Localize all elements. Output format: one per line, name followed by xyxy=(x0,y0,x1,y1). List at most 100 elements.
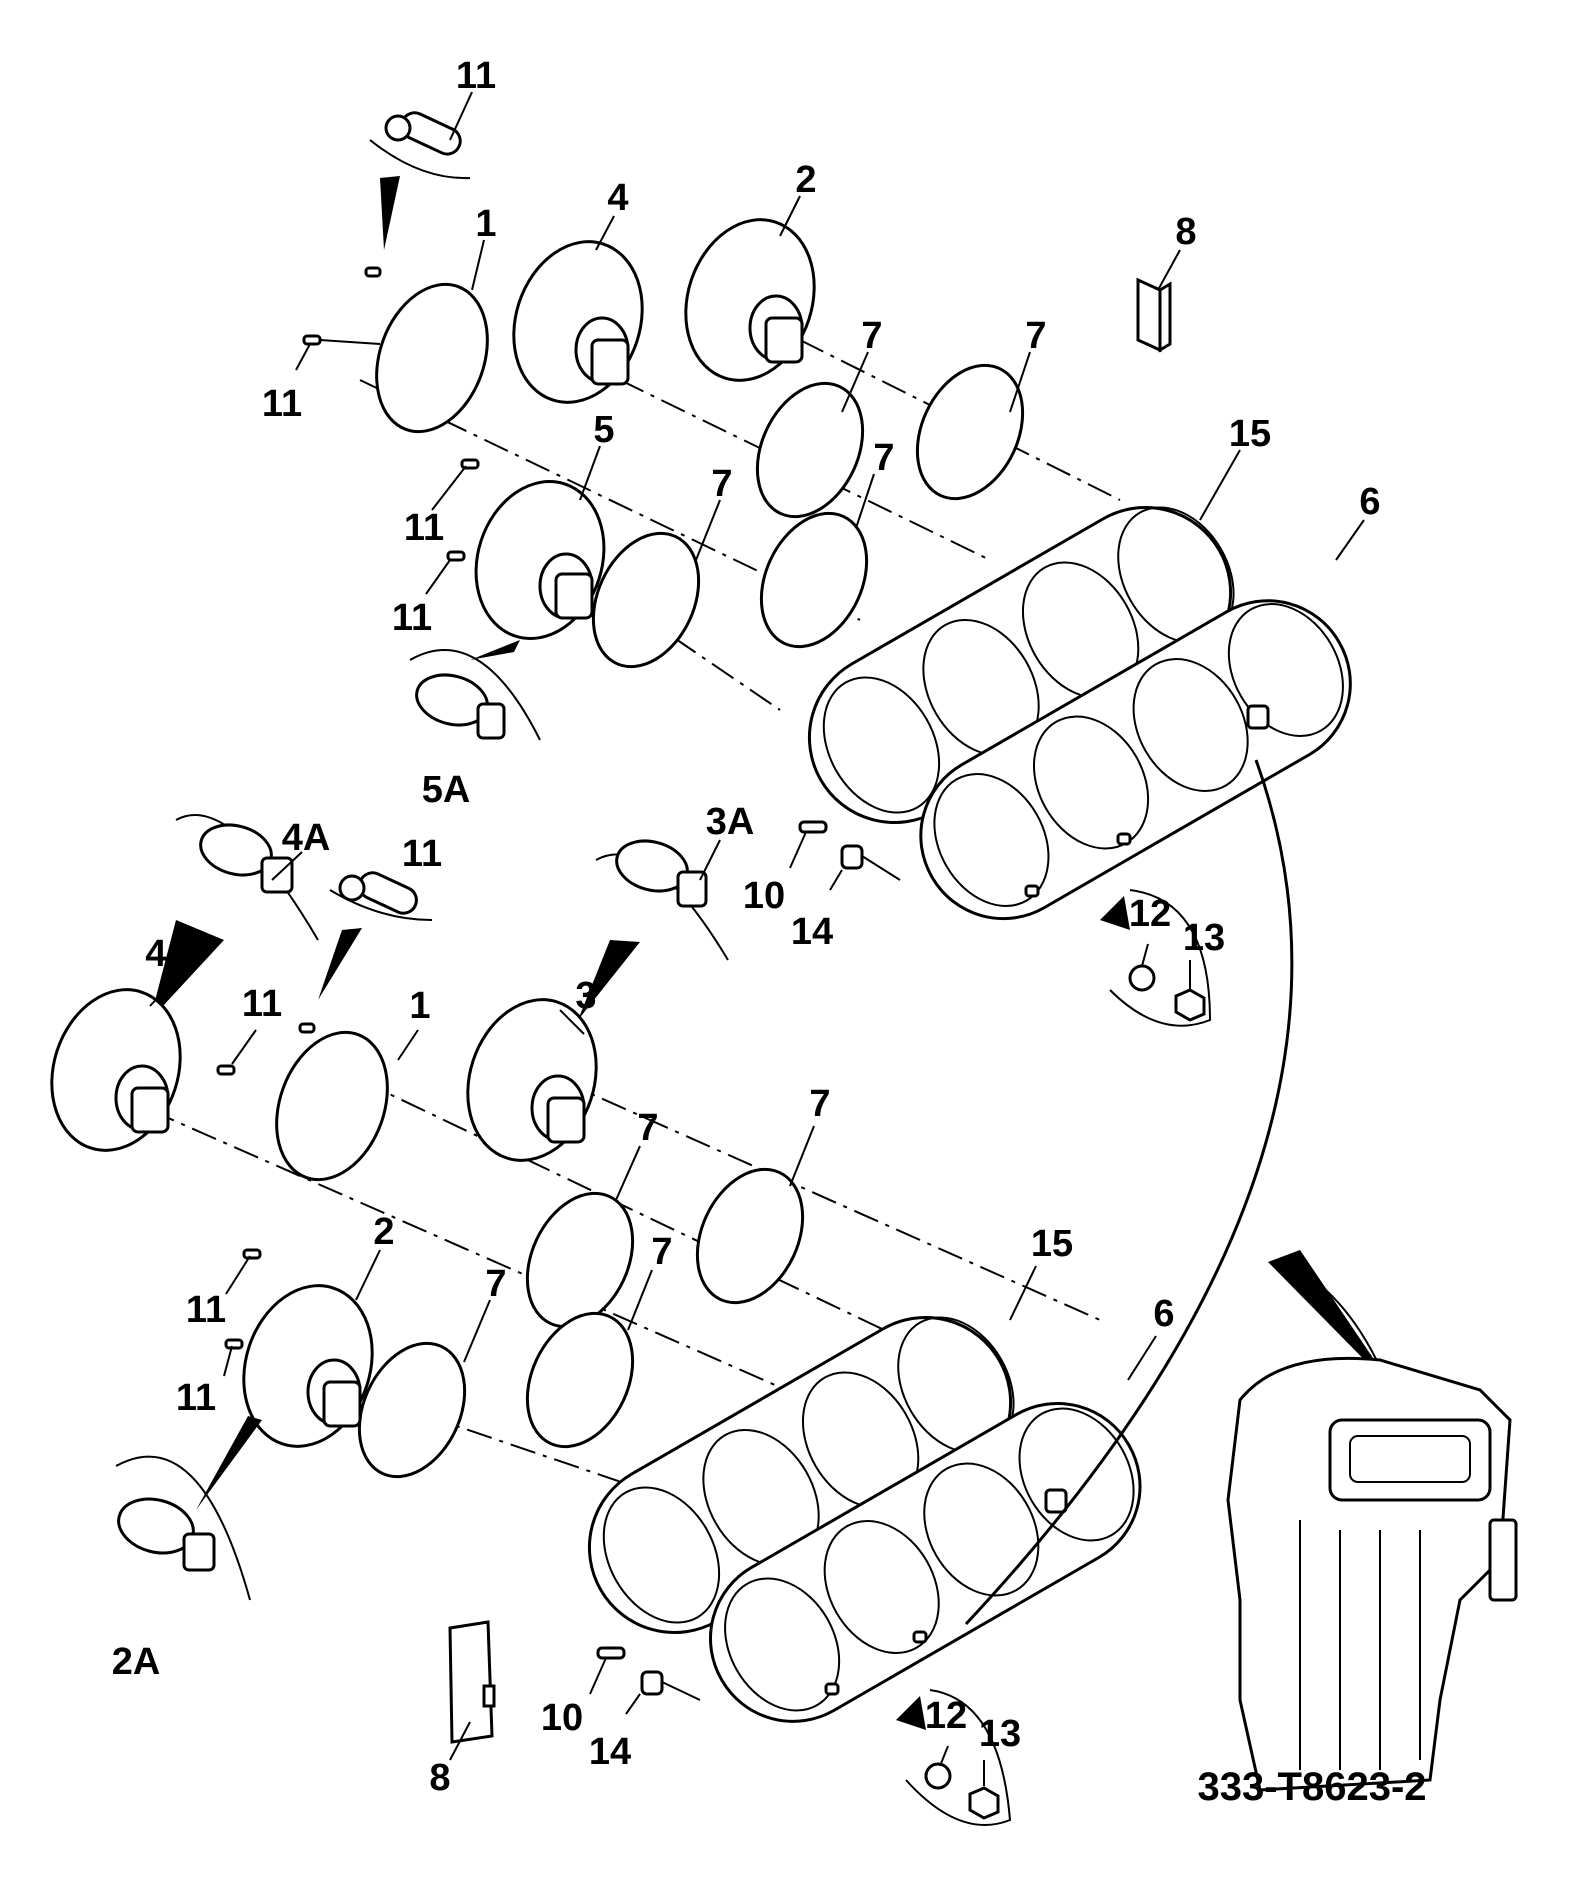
bulb-5a-icon xyxy=(415,673,506,740)
screw-icon xyxy=(298,1022,316,1034)
nut-icon xyxy=(1116,832,1132,846)
pin-11-detail-icon xyxy=(338,871,418,915)
callout-2: 2 xyxy=(795,159,816,201)
gasket-7-icon xyxy=(915,363,1025,501)
callout-7: 7 xyxy=(861,315,882,357)
callout-7: 7 xyxy=(1025,315,1046,357)
lamp-housing-4-icon xyxy=(50,988,182,1152)
callout-12: 12 xyxy=(1129,893,1171,935)
callout-11: 11 xyxy=(392,597,432,639)
detail-arc-5a xyxy=(409,649,541,741)
washer-12-icon xyxy=(1128,964,1156,992)
callout-13: 13 xyxy=(1183,917,1225,959)
gasket-7-icon xyxy=(755,381,865,519)
lens-cover-1-icon xyxy=(275,1030,389,1182)
screw-icon xyxy=(216,1064,236,1076)
callout-7: 7 xyxy=(711,463,732,505)
callout-3: 3 xyxy=(575,975,596,1017)
pin-11-detail-icon xyxy=(384,111,462,156)
callout-4a: 4A xyxy=(282,817,331,859)
nut-13-icon xyxy=(968,1786,1000,1820)
leader-arrow-pin xyxy=(380,176,400,250)
callout-2: 2 xyxy=(373,1211,394,1253)
gasket-7-icon xyxy=(591,531,701,669)
drawing-code: 333-T8623-2 xyxy=(1197,1765,1426,1809)
bulb-3a-icon xyxy=(615,839,708,908)
callout-1: 1 xyxy=(475,203,496,245)
callout-5: 5 xyxy=(593,409,614,451)
callout-14: 14 xyxy=(791,911,833,953)
callout-11: 11 xyxy=(242,983,282,1025)
callout-5a: 5A xyxy=(422,769,471,811)
gasket-7-icon xyxy=(695,1167,805,1305)
gasket-7-icon xyxy=(525,1311,635,1449)
detail-arc-washer xyxy=(905,1689,1012,1826)
lens-cover-1-icon xyxy=(375,282,489,434)
callout-10: 10 xyxy=(743,875,785,917)
callout-11: 11 xyxy=(186,1289,226,1331)
lamp-housing-2-icon xyxy=(242,1284,374,1448)
callout-7: 7 xyxy=(809,1083,830,1125)
detail-arc-washer xyxy=(1109,889,1212,1027)
nut-icon xyxy=(824,1682,840,1696)
clip-8-icon xyxy=(1136,277,1172,353)
screw-icon xyxy=(224,1338,244,1350)
callout-4: 4 xyxy=(607,177,628,219)
callout-13: 13 xyxy=(979,1713,1021,1755)
detail-arc-pin-bottom xyxy=(329,889,433,921)
callout-15: 15 xyxy=(1031,1223,1073,1265)
detail-arc-top-pin xyxy=(369,139,471,180)
lamp-housing-2-icon xyxy=(684,218,816,382)
callout-11: 11 xyxy=(262,383,302,425)
callout-12: 12 xyxy=(925,1695,967,1737)
lamp-housing-5-icon xyxy=(474,480,606,640)
bulb-2a-icon xyxy=(117,1497,216,1572)
top-assembly xyxy=(302,111,1352,1027)
callout-3a: 3A xyxy=(706,801,755,843)
callout-leaders xyxy=(149,91,1365,1786)
callout-7: 7 xyxy=(485,1263,506,1305)
gasket-7-icon xyxy=(759,511,869,649)
stud-icon xyxy=(1246,704,1270,730)
gasket-7-icon xyxy=(357,1341,467,1479)
spacer-14-icon xyxy=(640,1670,664,1696)
spacer-14-icon xyxy=(840,844,864,870)
callout-14: 14 xyxy=(589,1731,631,1773)
callout-6: 6 xyxy=(1359,481,1380,523)
clip-8-icon xyxy=(448,1620,496,1744)
callout-11: 11 xyxy=(456,55,496,97)
callout-8: 8 xyxy=(1175,211,1196,253)
callout-10: 10 xyxy=(541,1697,583,1739)
callout-8: 8 xyxy=(429,1757,450,1799)
nut-13-icon xyxy=(1174,988,1206,1022)
nut-icon xyxy=(1024,884,1040,898)
screw-icon xyxy=(302,334,322,346)
screw-icon xyxy=(242,1248,262,1260)
callout-4: 4 xyxy=(145,933,166,975)
nut-icon xyxy=(912,1630,928,1644)
stud-icon xyxy=(1044,1488,1068,1514)
lamp-housing-4-icon xyxy=(512,240,644,404)
callout-7: 7 xyxy=(873,437,894,479)
callout-7: 7 xyxy=(637,1107,658,1149)
mounting-plate-6-icon xyxy=(919,599,1352,921)
callout-15: 15 xyxy=(1229,413,1271,455)
callout-6: 6 xyxy=(1153,1293,1174,1335)
vehicle-fender-inset xyxy=(1226,1356,1518,1792)
callout-7: 7 xyxy=(651,1231,672,1273)
screw-icon xyxy=(446,550,466,562)
mounting-plate-6-icon xyxy=(708,1402,1142,1723)
bolt-10-icon xyxy=(798,820,828,834)
bottom-assembly xyxy=(50,814,1142,1826)
callout-11: 11 xyxy=(176,1377,216,1419)
gasket-7-icon xyxy=(525,1191,635,1329)
callout-1: 1 xyxy=(409,985,430,1027)
callout-11: 11 xyxy=(402,833,442,875)
washer-12-icon xyxy=(924,1762,952,1790)
callout-2a: 2A xyxy=(112,1641,161,1683)
callout-labels: 11 1 4 2 8 11 7 7 7 7 5 15 6 11 11 5A 3A… xyxy=(112,55,1427,1809)
detail-arc-2a xyxy=(115,1455,251,1601)
lamp-housing-3-icon xyxy=(466,998,598,1162)
callout-11: 11 xyxy=(404,507,444,549)
